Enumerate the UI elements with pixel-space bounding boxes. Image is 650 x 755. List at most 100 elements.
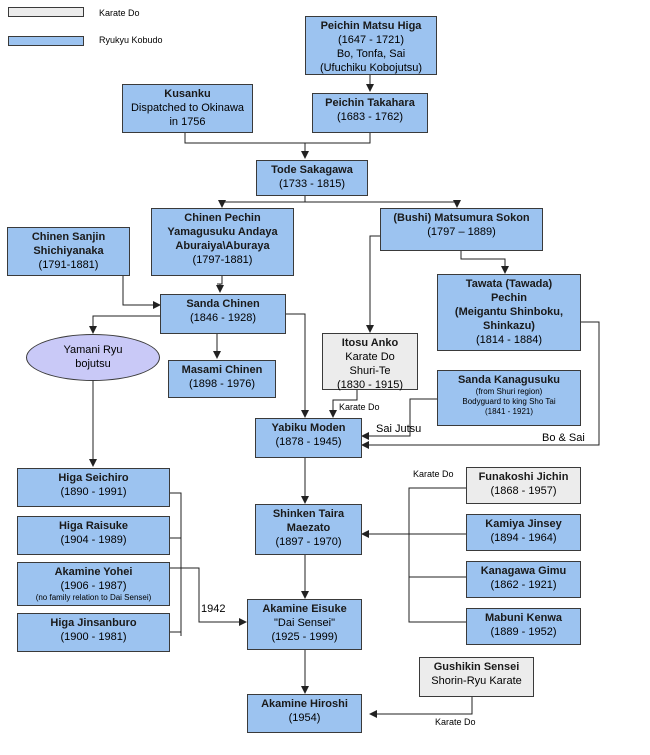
node-name: Akamine Eisuke xyxy=(262,603,347,615)
node-dates: (1868 - 1957) xyxy=(490,485,557,497)
node-name: Tode Sakagawa xyxy=(271,164,353,176)
node-dates: (1846 - 1928) xyxy=(189,312,257,324)
node-detail: Bodyguard to king Sho Tai xyxy=(462,397,556,406)
node-taira: Shinken Taira Maezato (1897 - 1970) xyxy=(255,504,362,555)
edge-label-sai-jutsu: Sai Jutsu xyxy=(376,423,422,435)
node-name: Yabiku Moden xyxy=(271,422,346,434)
node-dates: (1906 - 1987) xyxy=(60,580,127,592)
node-itosu: Itosu Anko Karate Do Shuri-Te (1830 - 19… xyxy=(322,333,418,391)
edge-label-1942: 1942 xyxy=(201,603,226,615)
node-detail: in 1756 xyxy=(169,116,206,128)
node-dates: (1814 - 1884) xyxy=(475,334,543,346)
node-dates: (1830 - 1915) xyxy=(336,379,404,391)
node-name: Masami Chinen xyxy=(181,364,263,376)
node-dates: (1878 - 1945) xyxy=(275,436,342,448)
node-dates: (1894 - 1964) xyxy=(490,532,557,544)
node-name: Sanda Kanagusuku xyxy=(457,374,561,386)
node-dates: (1897 - 1970) xyxy=(275,536,342,548)
node-name: (Meigantu Shinboku, xyxy=(454,306,564,318)
node-dates: (1683 - 1762) xyxy=(336,111,404,123)
legend-swatch-kobudo xyxy=(8,36,84,46)
node-detail: (Ufuchiku Kobojutsu) xyxy=(319,62,423,74)
node-name: Chinen Sanjin xyxy=(31,231,106,243)
node-name: (Bushi) Matsumura Sokon xyxy=(393,212,530,224)
node-chinen-sanjin: Chinen Sanjin Shichiyanaka (1791-1881) xyxy=(7,227,130,276)
node-name: Higa Jinsanburo xyxy=(50,617,137,629)
node-sanda-chinen: Sanda Chinen (1846 - 1928) xyxy=(160,294,286,334)
node-detail: Dispatched to Okinawa xyxy=(130,102,245,114)
node-raisuke: Higa Raisuke (1904 - 1989) xyxy=(17,516,170,555)
node-jinsanburo: Higa Jinsanburo (1900 - 1981) xyxy=(17,613,170,652)
node-name: Yamagusuku Andaya xyxy=(167,226,278,238)
node-kamiya: Kamiya Jinsey (1894 - 1964) xyxy=(466,514,581,551)
node-matsu-higa: Peichin Matsu Higa (1647 - 1721) Bo, Ton… xyxy=(305,16,437,75)
node-dates: (1797 – 1889) xyxy=(427,226,496,238)
node-tawata: Tawata (Tawada) Pechin (Meigantu Shinbok… xyxy=(437,274,581,351)
node-detail: Shuri-Te xyxy=(349,365,391,377)
node-dates: (1862 - 1921) xyxy=(490,579,557,591)
node-eisuke: Akamine Eisuke "Dai Sensei" (1925 - 1999… xyxy=(247,599,362,650)
node-name: Sanda Chinen xyxy=(186,298,260,310)
node-dates: (1904 - 1989) xyxy=(60,534,127,546)
node-takahara: Peichin Takahara (1683 - 1762) xyxy=(312,93,428,133)
node-chinen-pechin: Chinen Pechin Yamagusuku Andaya Aburaiya… xyxy=(151,208,294,276)
node-funakoshi: Funakoshi Jichin (1868 - 1957) xyxy=(466,467,581,504)
node-sakagawa: Tode Sakagawa (1733 - 1815) xyxy=(256,160,368,196)
node-masami: Masami Chinen (1898 - 1976) xyxy=(168,360,276,398)
node-mabuni: Mabuni Kenwa (1889 - 1952) xyxy=(466,608,581,645)
node-kusanku: Kusanku Dispatched to Okinawa in 1756 xyxy=(122,84,253,133)
node-dates: (1889 - 1952) xyxy=(490,626,557,638)
node-yohei: Akamine Yohei (1906 - 1987) (no family r… xyxy=(17,562,170,606)
node-detail: Karate Do xyxy=(345,351,395,363)
node-dates: (1954) xyxy=(288,712,321,724)
node-name: Kanagawa Gimu xyxy=(480,565,567,577)
node-name: Tawata (Tawada) xyxy=(465,278,553,290)
node-kanagawa: Kanagawa Gimu (1862 - 1921) xyxy=(466,561,581,598)
node-yabiku: Yabiku Moden (1878 - 1945) xyxy=(255,418,362,458)
edge-label-karate-do-itosu: Karate Do xyxy=(339,402,380,412)
edge-label-bo-sai: Bo & Sai xyxy=(542,432,585,444)
node-name: Kamiya Jinsey xyxy=(485,518,562,530)
node-detail: (from Shuri region) xyxy=(475,387,543,396)
legend-swatch-karate xyxy=(8,7,84,17)
node-name: Akamine Hiroshi xyxy=(261,698,348,710)
node-hiroshi: Akamine Hiroshi (1954) xyxy=(247,694,362,733)
node-dates: (1841 - 1921) xyxy=(484,407,534,416)
node-dates: (1647 - 1721) xyxy=(337,34,405,46)
node-dates: (1890 - 1991) xyxy=(60,486,127,498)
edge-label-karate-do-funakoshi: Karate Do xyxy=(413,469,454,479)
node-name: Pechin xyxy=(490,292,528,304)
node-kanagusuku: Sanda Kanagusuku (from Shuri region) Bod… xyxy=(437,370,581,426)
node-dates: (1900 - 1981) xyxy=(60,631,127,643)
node-dates: (1791-1881) xyxy=(38,259,99,271)
node-note: (no family relation to Dai Sensei) xyxy=(35,593,152,602)
edge-label-karate-do-gushikin: Karate Do xyxy=(435,717,476,727)
node-detail: Shorin-Ryu Karate xyxy=(431,675,522,687)
node-name: Higa Raisuke xyxy=(58,520,129,532)
node-name: Gushikin Sensei xyxy=(433,661,520,673)
node-detail: bojutsu xyxy=(75,358,111,370)
node-name: Peichin Takahara xyxy=(325,97,415,109)
node-dates: (1898 - 1976) xyxy=(188,378,256,390)
node-name: Mabuni Kenwa xyxy=(484,612,562,624)
node-name: Kusanku xyxy=(164,88,211,100)
node-name: Chinen Pechin xyxy=(184,212,261,224)
node-title: "Dai Sensei" xyxy=(273,617,335,629)
node-dates: (1925 - 1999) xyxy=(271,631,338,643)
node-name: Shichiyanaka xyxy=(33,245,104,257)
node-detail: Bo, Tonfa, Sai xyxy=(336,48,406,60)
legend-label-karate: Karate Do xyxy=(99,8,140,18)
node-yamani-ryu: Yamani Ryu bojutsu xyxy=(26,334,160,381)
node-name: Aburaiya\Aburaya xyxy=(175,240,270,252)
node-name: Shinken Taira xyxy=(272,508,345,520)
node-gushikin: Gushikin Sensei Shorin-Ryu Karate xyxy=(419,657,534,697)
legend-label-kobudo: Ryukyu Kobudo xyxy=(99,35,163,45)
node-name: Peichin Matsu Higa xyxy=(320,20,422,32)
node-name: Akamine Yohei xyxy=(54,566,133,578)
node-name: Shinkazu) xyxy=(483,320,535,332)
node-name: Maezato xyxy=(286,522,331,534)
node-name: Funakoshi Jichin xyxy=(478,471,569,483)
node-dates: (1797-1881) xyxy=(192,254,253,266)
node-name: Higa Seichiro xyxy=(58,472,129,484)
